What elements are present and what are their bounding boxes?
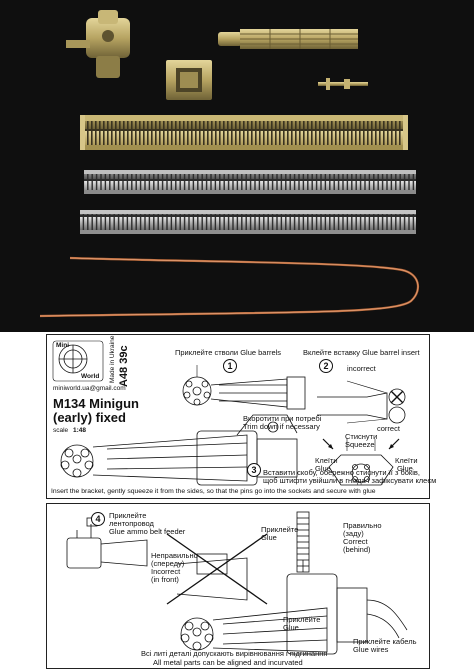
- glue-low-ua: Приклейте: [283, 615, 321, 624]
- trim-label-ua: Вкоротити при потребі: [243, 414, 322, 423]
- receiver-part: [66, 10, 130, 78]
- correct-label: correct: [377, 424, 400, 433]
- step-2-badge: 2: [319, 359, 333, 373]
- bracket-instruction-ua-2: щоб штифти увійшли в гнізда і зафіксуват…: [263, 476, 437, 485]
- bracket-instruction-ua-1: Вставити скобу, обережно стиснути її з б…: [263, 468, 420, 477]
- step-4-badge: 4: [91, 512, 105, 526]
- metal-parts-note-en: All metal parts can be aligned and incur…: [153, 658, 303, 667]
- feeder-label-en: Glue ammo belt feeder: [109, 527, 186, 536]
- glue-left-en: Glue: [315, 464, 331, 473]
- correct-behind-en-2: (behind): [343, 545, 371, 554]
- metal-parts-note-ua: Всі литі деталі допускають вирівнювання …: [141, 649, 328, 658]
- product-title-line2: (early) fixed: [53, 410, 126, 425]
- glue-low-en: Glue: [283, 623, 299, 632]
- copper-wire: [39, 256, 420, 318]
- squeeze-label-en: Squeeze: [345, 440, 375, 449]
- assembly-drawing-top: [52, 340, 406, 486]
- scale-value: 1:48: [73, 427, 87, 434]
- product-title-line1: M134 Minigun: [53, 396, 139, 411]
- incorrect-front-en-2: (in front): [151, 575, 179, 584]
- brand-email: miniworld.ua@gmail.com: [53, 385, 126, 392]
- trim-label-en: Trim down if necessary: [243, 422, 320, 431]
- glue-insert-callout: Вклейте вставку Glue barrel insert: [303, 348, 420, 357]
- feeder-label-ua-1: Приклейте: [109, 511, 147, 520]
- pin-part: [318, 78, 368, 90]
- incorrect-front-ua-2: (спереду): [151, 559, 185, 568]
- glue-right-ua: Клеїти: [395, 456, 418, 465]
- glue-wires-ua: Приклейте кабель: [353, 637, 417, 646]
- glue-barrels-callout: Приклейте стволи Glue barrels: [175, 348, 282, 357]
- correct-behind-ua-2: (заду): [343, 529, 364, 538]
- instruction-panel-bottom: 4 Приклейте лентопровод Glue ammo belt f…: [46, 503, 430, 669]
- incorrect-front-en-1: Incorrect: [151, 567, 181, 576]
- assembly-drawing-bottom: [66, 511, 408, 655]
- brass-ammo-belt: [80, 115, 408, 150]
- steel-ammo-belt-1: [84, 170, 416, 194]
- instruction-sheet: Mini World miniworld.ua@gmail.com Made i…: [46, 334, 436, 670]
- squeeze-label-ua: Стиснути: [345, 432, 378, 441]
- instruction-panel-top: Mini World miniworld.ua@gmail.com Made i…: [46, 334, 436, 499]
- correct-behind-en-1: Correct: [343, 537, 368, 546]
- incorrect-label: incorrect: [347, 364, 376, 373]
- glue-left-ua: Клеїти: [315, 456, 338, 465]
- barrel-cluster-part: [218, 29, 358, 49]
- glue-wires-en: Glue wires: [353, 645, 389, 654]
- incorrect-front-ua-1: Неправильно: [151, 551, 198, 560]
- bracket-instruction-en: Insert the bracket, gently squeeze it fr…: [51, 488, 376, 495]
- step-3-badge: 3: [247, 463, 261, 477]
- parts-photo-drawing: [39, 10, 420, 318]
- made-in-label: Made in Ukraine: [109, 335, 116, 383]
- glue-mid-en: Glue: [261, 533, 277, 542]
- scale-label: scale: [53, 427, 69, 434]
- glue-mid-ua: Приклейте: [261, 525, 299, 534]
- step-1-badge: 1: [223, 359, 237, 373]
- product-code: A48 39c: [118, 345, 130, 387]
- correct-behind-ua-1: Правильно: [343, 521, 382, 530]
- parts-photo: [0, 0, 474, 332]
- glue-right-en: Glue: [397, 464, 413, 473]
- steel-ammo-belt-2: [80, 210, 416, 234]
- feeder-label-ua-2: лентопровод: [109, 519, 154, 528]
- logo-text-top: Mini: [56, 342, 69, 349]
- logo-text-bottom: World: [81, 373, 100, 380]
- bracket-part: [166, 60, 212, 100]
